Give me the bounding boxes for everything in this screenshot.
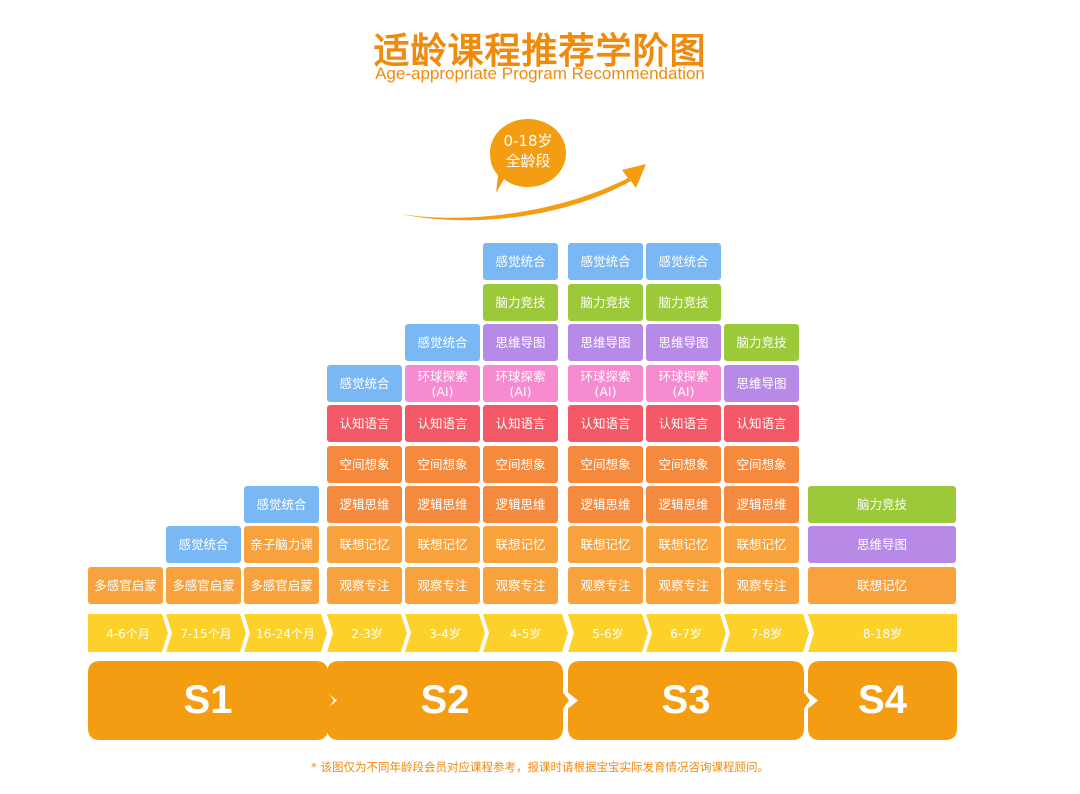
- course-logic: 逻辑思维: [568, 486, 643, 523]
- stage-s4: S4: [808, 661, 957, 740]
- course-mind-map: 思维导图: [808, 526, 956, 563]
- age-label-text: 2-3岁: [351, 626, 383, 641]
- stage-label: S2: [420, 678, 470, 722]
- course-logic: 逻辑思维: [405, 486, 480, 523]
- course-global-explore: 环球探索(AI): [646, 365, 721, 402]
- course-observation: 观察专注: [724, 567, 799, 604]
- course-observation: 观察专注: [483, 567, 558, 604]
- course-language: 认知语言: [327, 405, 402, 442]
- age-label-text: 4-5岁: [509, 626, 542, 641]
- course-memory: 联想记忆: [327, 526, 402, 563]
- age-label: 4-6个月: [88, 614, 168, 652]
- course-memory: 联想记忆: [568, 526, 643, 563]
- age-label-text: 4-6个月: [106, 626, 150, 641]
- age-label-text: 7-15个月: [180, 626, 232, 641]
- course-multisensory: 多感官启蒙: [244, 567, 319, 604]
- stage-label: S1: [183, 678, 233, 722]
- course-language: 认知语言: [568, 405, 643, 442]
- course-observation: 观察专注: [646, 567, 721, 604]
- age-label: 7-8岁: [724, 614, 809, 652]
- course-sensory: 感觉统合: [327, 365, 402, 402]
- course-logic: 逻辑思维: [483, 486, 558, 523]
- page-subtitle: Age-appropriate Program Recommendation: [375, 64, 705, 83]
- age-label-text: 5-6岁: [592, 626, 624, 641]
- course-global-explore: 环球探索(AI): [405, 365, 480, 402]
- course-brain-competition: 脑力竞技: [568, 284, 643, 321]
- course-spatial: 空间想象: [483, 446, 558, 483]
- course-memory: 联想记忆: [724, 526, 799, 563]
- course-spatial: 空间想象: [724, 446, 799, 483]
- course-sensory: 感觉统合: [483, 243, 558, 280]
- age-label-text: 3-4岁: [429, 626, 461, 641]
- age-label: 2-3岁: [327, 614, 407, 652]
- age-label: 7-15个月: [166, 614, 246, 652]
- age-label-text: 6-7岁: [670, 626, 702, 641]
- course-mind-map: 思维导图: [483, 324, 558, 361]
- course-logic: 逻辑思维: [724, 486, 799, 523]
- course-observation: 观察专注: [327, 567, 402, 604]
- course-observation: 观察专注: [405, 567, 480, 604]
- stage-s2: S2: [327, 661, 569, 740]
- age-range-bubble: 0-18岁 全龄段: [488, 117, 568, 193]
- course-mind-map: 思维导图: [724, 365, 799, 402]
- course-sensory: 感觉统合: [244, 486, 319, 523]
- page-title: 适龄课程推荐学阶图: [373, 31, 707, 72]
- course-sensory: 感觉统合: [646, 243, 721, 280]
- course-language: 认知语言: [405, 405, 480, 442]
- course-global-explore: 环球探索(AI): [483, 365, 558, 402]
- course-multisensory: 多感官启蒙: [166, 567, 241, 604]
- course-spatial: 空间想象: [405, 446, 480, 483]
- course-memory: 联想记忆: [405, 526, 480, 563]
- age-label: 16-24个月: [244, 614, 327, 652]
- course-sensory: 感觉统合: [568, 243, 643, 280]
- course-memory: 联想记忆: [646, 526, 721, 563]
- course-mind-map: 思维导图: [568, 324, 643, 361]
- course-language: 认知语言: [483, 405, 558, 442]
- course-observation: 观察专注: [568, 567, 643, 604]
- course-brain-competition: 脑力竞技: [483, 284, 558, 321]
- age-label-text: 8-18岁: [862, 626, 903, 641]
- course-spatial: 空间想象: [568, 446, 643, 483]
- course-sensory: 感觉统合: [405, 324, 480, 361]
- stage-label: S4: [858, 678, 907, 722]
- course-brain-competition: 脑力竞技: [724, 324, 799, 361]
- course-brain-competition: 脑力竞技: [646, 284, 721, 321]
- course-memory: 联想记忆: [483, 526, 558, 563]
- course-memory: 联想记忆: [808, 567, 956, 604]
- age-label: 3-4岁: [405, 614, 485, 652]
- course-multisensory: 多感官启蒙: [88, 567, 163, 604]
- age-label: 8-18岁: [808, 614, 957, 652]
- course-logic: 逻辑思维: [646, 486, 721, 523]
- stage-label: S3: [661, 678, 711, 722]
- course-sensory: 感觉统合: [166, 526, 241, 563]
- course-language: 认知语言: [724, 405, 799, 442]
- age-label-text: 16-24个月: [256, 626, 315, 641]
- bubble-line-1: 0-18岁: [503, 132, 553, 150]
- footnote: * 该图仅为不同年龄段会员对应课程参考，报课时请根据宝宝实际发育情况咨询课程顾问…: [311, 760, 769, 774]
- course-global-explore: 环球探索(AI): [568, 365, 643, 402]
- course-mind-map: 思维导图: [646, 324, 721, 361]
- course-language: 认知语言: [646, 405, 721, 442]
- stage-s3: S3: [568, 661, 810, 740]
- age-label-text: 7-8岁: [750, 626, 783, 641]
- course-logic: 逻辑思维: [327, 486, 402, 523]
- stage-s1: S1: [88, 661, 334, 740]
- age-label: 5-6岁: [568, 614, 648, 652]
- course-spatial: 空间想象: [646, 446, 721, 483]
- age-label: 4-5岁: [483, 614, 568, 652]
- age-label: 6-7岁: [646, 614, 726, 652]
- course-brain-competition: 脑力竞技: [808, 486, 956, 523]
- course-spatial: 空间想象: [327, 446, 402, 483]
- bubble-line-2: 全龄段: [505, 152, 551, 170]
- course-parent-child-brain: 亲子脑力课: [244, 526, 319, 563]
